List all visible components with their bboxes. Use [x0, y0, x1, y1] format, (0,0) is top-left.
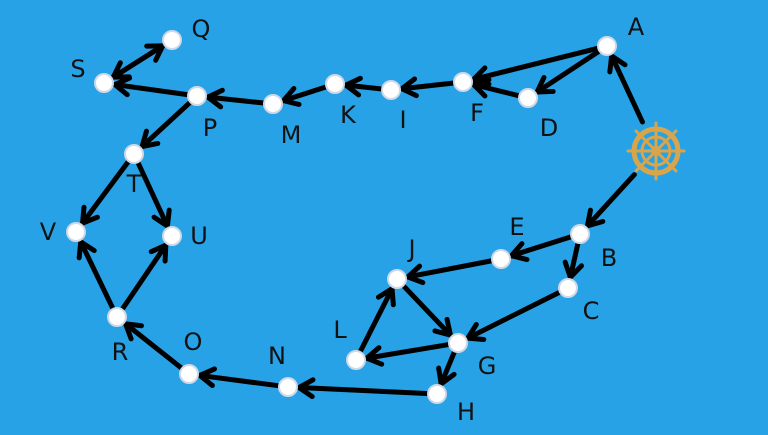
edge-T-U [134, 158, 172, 229]
edge-H-N [296, 377, 432, 400]
node-label-C: C [583, 297, 600, 325]
node-A [597, 36, 617, 56]
node-label-V: V [40, 218, 57, 246]
ship-wheel-icon [626, 121, 686, 181]
node-label-N: N [268, 342, 286, 370]
labels-layer: A BC D E F GH I J K L M N O P Q R S T U V [40, 13, 645, 426]
node-label-K: K [340, 101, 357, 129]
edge-P-T [139, 98, 194, 150]
edge-Q-S [110, 41, 168, 80]
node-B [570, 224, 590, 244]
edge-G-H [436, 347, 458, 387]
node-label-Q: Q [192, 15, 211, 43]
node-O [179, 364, 199, 384]
node-G [448, 333, 468, 353]
node-Q [162, 30, 182, 50]
edge-B-E [508, 233, 575, 263]
edge-K-M [280, 83, 330, 107]
node-P [187, 86, 207, 106]
node-D [518, 88, 538, 108]
node-label-G: G [478, 352, 497, 380]
node-label-A: A [628, 13, 645, 41]
edge-B-C [562, 239, 585, 280]
node-M [263, 94, 283, 114]
node-label-R: R [112, 338, 129, 366]
node-K [325, 74, 345, 94]
edge-M-P [205, 87, 268, 110]
edge-E-J [405, 258, 496, 286]
node-H [427, 384, 447, 404]
nodes-layer [66, 30, 617, 404]
node-C [558, 278, 578, 298]
edges-layer [76, 41, 645, 400]
node-label-D: D [540, 114, 558, 142]
node-J [387, 269, 407, 289]
edge-A-D [534, 47, 603, 95]
node-L [346, 350, 366, 370]
node-U [162, 226, 182, 246]
node-label-F: F [470, 99, 484, 127]
edge-I-K [343, 75, 386, 98]
node-label-U: U [190, 222, 208, 250]
node-I [381, 80, 401, 100]
node-label-M: M [281, 121, 302, 149]
edge-F-I [399, 76, 458, 99]
edge-T-V [80, 157, 132, 226]
node-R [107, 307, 127, 327]
node-label-B: B [601, 244, 617, 272]
node-label-P: P [203, 114, 217, 142]
node-S [94, 73, 114, 93]
node-T [124, 144, 144, 164]
edge-P-S [112, 75, 192, 98]
edge-O-R [123, 321, 186, 372]
edge-C-G [465, 289, 564, 342]
node-N [278, 377, 298, 397]
edge-J-G [400, 282, 453, 338]
node-label-L: L [333, 316, 347, 344]
edge-start-B [584, 172, 637, 229]
node-label-J: J [406, 235, 415, 263]
edge-G-L [364, 341, 453, 367]
edge-R-V [76, 239, 117, 313]
edge-start-A [607, 53, 645, 125]
edge-D-F [471, 77, 523, 99]
node-F [453, 72, 473, 92]
edge-N-O [197, 366, 283, 389]
node-label-S: S [70, 55, 85, 83]
node-label-O: O [184, 328, 203, 356]
edge-L-J [357, 286, 396, 356]
node-E [491, 249, 511, 269]
node-label-H: H [457, 398, 475, 426]
edge-R-U [118, 242, 169, 313]
node-label-T: T [126, 170, 142, 198]
node-label-E: E [509, 213, 524, 241]
node-label-I: I [399, 106, 406, 134]
node-V [66, 222, 86, 242]
